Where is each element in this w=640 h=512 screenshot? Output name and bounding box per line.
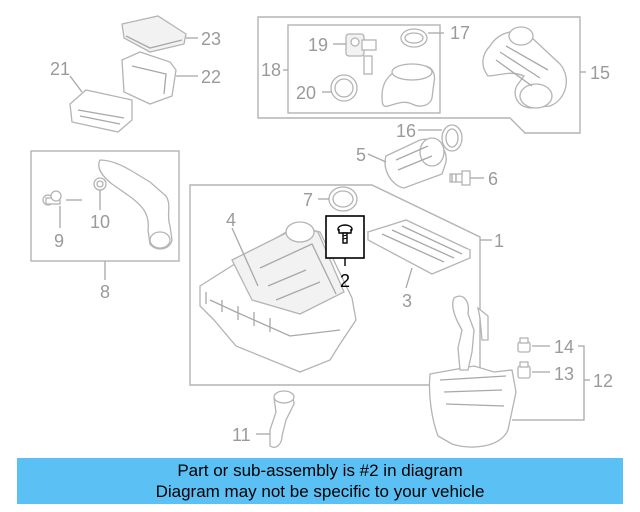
part-12-resonator — [428, 295, 517, 448]
part-14-grommet — [517, 337, 531, 353]
label-part-3: 3 — [402, 291, 412, 311]
part-9-bolt — [42, 190, 62, 206]
label-part-14: 14 — [554, 337, 574, 357]
part-19-sensor — [345, 33, 377, 75]
label-part-2: 2 — [340, 271, 350, 291]
label-part-12: 12 — [593, 371, 613, 391]
part-13-grommet — [517, 361, 531, 379]
part-2-screw — [337, 224, 353, 244]
part-15-hose — [482, 26, 567, 109]
part-8-hose — [98, 159, 173, 250]
label-part-19: 19 — [308, 35, 328, 55]
part-11-hose — [269, 390, 295, 448]
label-part-23: 23 — [201, 29, 221, 49]
part-5-tube — [384, 137, 447, 189]
label-part-21: 21 — [50, 59, 70, 79]
part-3-filter — [366, 219, 472, 275]
label-part-9: 9 — [54, 231, 64, 251]
label-part-4: 4 — [226, 210, 236, 230]
label-part-5: 5 — [356, 145, 366, 165]
part-10-clip — [93, 177, 107, 191]
part-18-elbow — [381, 63, 436, 108]
label-part-10: 10 — [90, 212, 110, 232]
label-part-6: 6 — [488, 169, 498, 189]
label-part-22: 22 — [201, 67, 221, 87]
part-7-gasket — [328, 186, 358, 212]
label-part-13: 13 — [554, 364, 574, 384]
banner-line-disclaimer: Diagram may not be specific to your vehi… — [155, 482, 485, 501]
banner-line-part-number: Part or sub-assembly is #2 in diagram — [177, 461, 463, 480]
part-17-clamp — [400, 28, 428, 48]
leader-lines — [59, 32, 590, 435]
label-part-16: 16 — [396, 121, 416, 141]
group-box-15-20 — [257, 16, 581, 134]
part-22-duct — [121, 51, 177, 105]
label-part-8: 8 — [100, 282, 110, 302]
part-20-oring — [330, 74, 358, 102]
part-4-housing — [199, 221, 357, 373]
label-part-18: 18 — [261, 60, 281, 80]
part-16-clamp — [441, 124, 463, 152]
label-part-7: 7 — [303, 190, 313, 210]
part-23-cover — [121, 15, 187, 53]
label-part-1: 1 — [494, 231, 504, 251]
label-part-20: 20 — [296, 83, 316, 103]
group-box-17-20 — [287, 24, 441, 114]
part-6-bolt — [449, 170, 471, 186]
label-part-11: 11 — [232, 425, 251, 445]
label-part-17: 17 — [450, 23, 470, 43]
label-part-15: 15 — [590, 63, 610, 83]
info-banner: Part or sub-assembly is #2 in diagram Di… — [17, 458, 623, 504]
part-21-duct — [69, 89, 133, 133]
